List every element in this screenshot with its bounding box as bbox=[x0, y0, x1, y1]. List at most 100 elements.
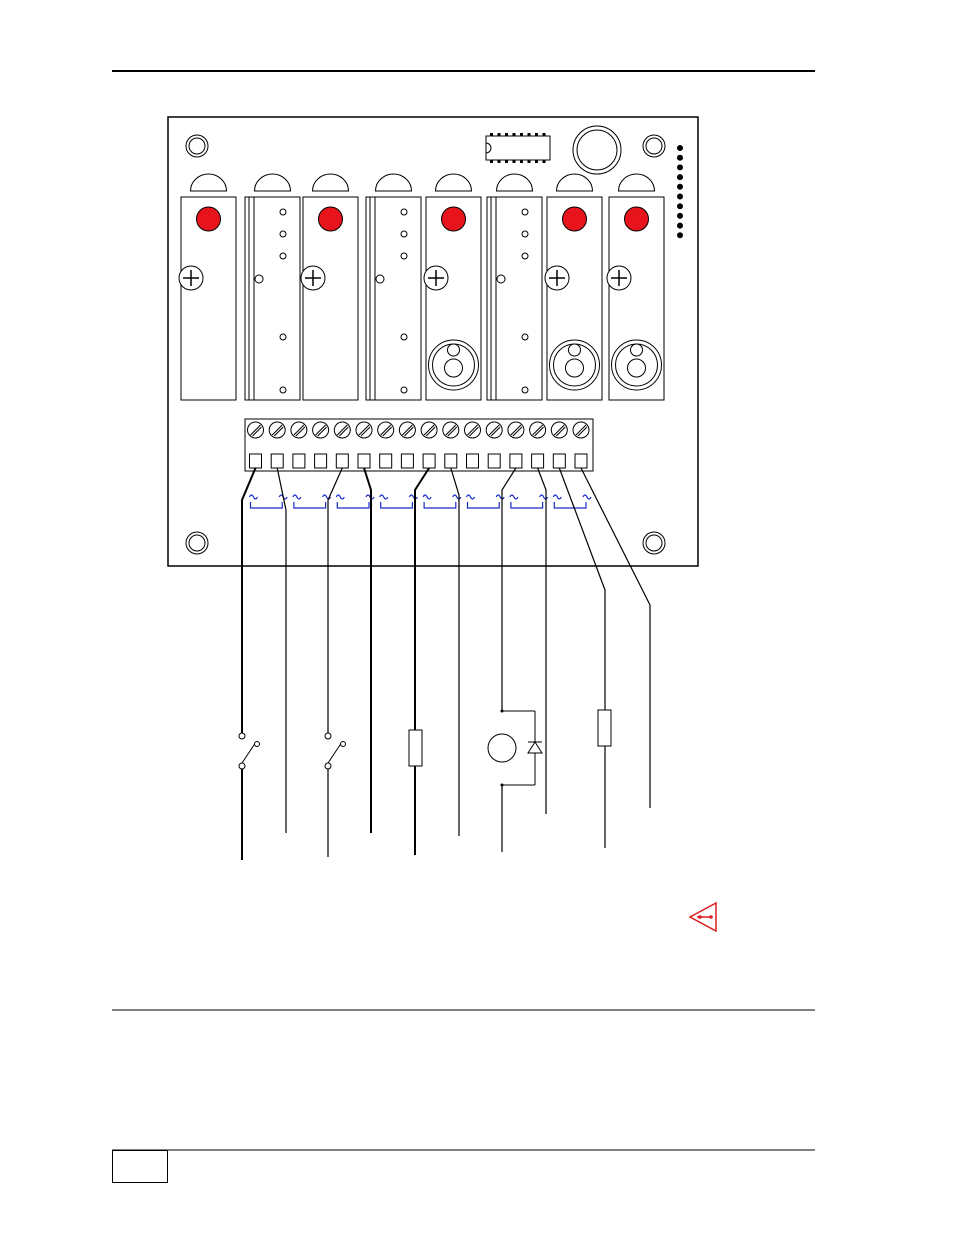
mounting-hole-icon bbox=[186, 532, 208, 554]
tilde-mark bbox=[467, 495, 475, 499]
switch-load-1 bbox=[239, 733, 260, 769]
pair-bracket bbox=[251, 502, 283, 508]
pair-bracket bbox=[294, 502, 326, 508]
terminal-screw-icon bbox=[551, 422, 567, 438]
terminal-clamp bbox=[423, 454, 435, 468]
terminal-screw-icon bbox=[421, 422, 437, 438]
relay-led-dome bbox=[436, 174, 472, 191]
mounting-hole-icon bbox=[643, 532, 665, 554]
terminal-screw-icon bbox=[486, 422, 502, 438]
terminal-pair-mark bbox=[336, 495, 374, 508]
status-led bbox=[677, 164, 683, 170]
terminal-pair-mark bbox=[293, 495, 331, 508]
terminal-screw-icon bbox=[313, 422, 329, 438]
relay-pin bbox=[522, 209, 528, 215]
ic-pin bbox=[535, 133, 538, 136]
tilde-mark bbox=[553, 495, 561, 499]
terminal-clamp bbox=[380, 454, 392, 468]
relay-led-dome bbox=[313, 174, 349, 191]
terminal-screw-icon bbox=[573, 422, 589, 438]
wire bbox=[502, 468, 516, 711]
terminal-screw-icon bbox=[508, 422, 524, 438]
relay-pin bbox=[522, 334, 528, 340]
relay-body bbox=[487, 197, 542, 400]
relay-pin bbox=[280, 334, 286, 340]
resistor-load-2 bbox=[598, 710, 611, 746]
buzzer bbox=[573, 126, 621, 174]
pair-bracket bbox=[468, 502, 500, 508]
relay-screw bbox=[376, 275, 384, 283]
terminal-block bbox=[245, 419, 593, 471]
terminal-clamp bbox=[336, 454, 348, 468]
relay-pin bbox=[280, 387, 286, 393]
status-led bbox=[677, 174, 683, 180]
relay-led-dome bbox=[497, 174, 533, 191]
tilde-mark bbox=[423, 495, 431, 499]
terminal-screw-icon bbox=[334, 422, 350, 438]
terminal-screw-icon bbox=[356, 422, 372, 438]
terminal-clamp bbox=[315, 454, 327, 468]
terminal-screw-icon bbox=[399, 422, 415, 438]
relay-indicator bbox=[625, 207, 649, 231]
terminal-pair-mark bbox=[423, 495, 461, 508]
tilde-mark bbox=[336, 495, 344, 499]
ic-pin bbox=[528, 133, 531, 136]
relay-module-6 bbox=[487, 174, 542, 400]
relay-indicator bbox=[197, 207, 221, 231]
relay-pin bbox=[522, 231, 528, 237]
terminal-screw-icon bbox=[248, 422, 264, 438]
mounting-hole-icon bbox=[186, 135, 208, 157]
wire bbox=[415, 468, 429, 730]
relay-pin bbox=[401, 387, 407, 393]
status-led bbox=[677, 145, 683, 151]
ic-pin bbox=[490, 133, 493, 136]
ic-pin bbox=[498, 133, 501, 136]
tilde-mark bbox=[496, 495, 504, 499]
relay-module-3 bbox=[301, 174, 358, 400]
status-led-column bbox=[677, 145, 683, 238]
ic-pin bbox=[543, 133, 546, 136]
status-led bbox=[677, 213, 683, 219]
relay-module-2 bbox=[245, 174, 300, 400]
relay-pin bbox=[280, 253, 286, 259]
relay-pin bbox=[522, 387, 528, 393]
relay-pin bbox=[280, 209, 286, 215]
terminal-clamp bbox=[553, 454, 565, 468]
wire bbox=[581, 468, 650, 808]
relay-module-1 bbox=[179, 174, 236, 400]
switch-load-2 bbox=[325, 733, 346, 769]
terminal-clamp bbox=[358, 454, 370, 468]
tilde-mark bbox=[510, 495, 518, 499]
ic-pin bbox=[520, 160, 523, 163]
motor-diode-load bbox=[488, 710, 542, 787]
terminal-screw-icon bbox=[465, 422, 481, 438]
mounting-hole-icon bbox=[643, 135, 665, 157]
ic-pin bbox=[520, 133, 523, 136]
terminal-pair-mark bbox=[250, 495, 288, 508]
relay-module-5 bbox=[424, 174, 481, 400]
wire bbox=[538, 468, 546, 814]
ic-pin bbox=[535, 160, 538, 163]
resistor-load-1 bbox=[409, 730, 422, 766]
relay-pin bbox=[401, 209, 407, 215]
terminal-clamp bbox=[488, 454, 500, 468]
pair-bracket bbox=[337, 502, 369, 508]
relay-module-7 bbox=[545, 174, 602, 400]
relay-indicator bbox=[319, 207, 343, 231]
relay-pin bbox=[401, 231, 407, 237]
relay-pin bbox=[401, 253, 407, 259]
terminal-screw-icon bbox=[269, 422, 285, 438]
ic-pin bbox=[505, 160, 508, 163]
pair-bracket bbox=[511, 502, 543, 508]
relay-led-dome bbox=[376, 174, 412, 191]
terminal-clamp bbox=[401, 454, 413, 468]
status-led bbox=[677, 203, 683, 209]
terminal-pair-mark bbox=[510, 495, 548, 508]
ic-pin bbox=[505, 133, 508, 136]
relay-pin bbox=[280, 231, 286, 237]
wire bbox=[277, 468, 286, 833]
status-led bbox=[677, 194, 683, 200]
diode-icon bbox=[528, 742, 542, 753]
tilde-mark bbox=[409, 495, 417, 499]
